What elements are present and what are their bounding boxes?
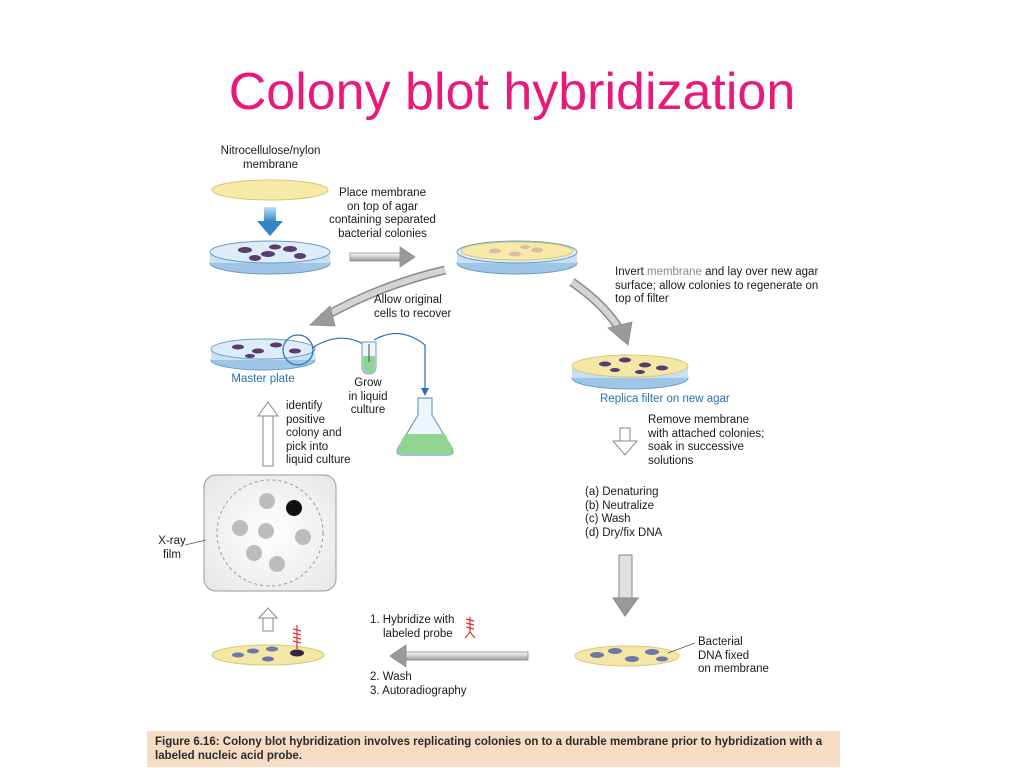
remove-line1: Remove membrane bbox=[648, 414, 749, 426]
return-arrow-icon bbox=[309, 265, 447, 327]
grow-line2: in liquid bbox=[348, 390, 388, 403]
grow-line1: Grow bbox=[354, 377, 382, 389]
small-down-arrow-icon bbox=[611, 427, 639, 456]
replica-arrow-icon bbox=[569, 278, 633, 346]
slide-title: Colony blot hybridization bbox=[228, 63, 796, 121]
bact-line1: Bacterial bbox=[698, 636, 743, 648]
nitrocellulose-membrane bbox=[211, 179, 329, 201]
bacterial-dna-label: Bacterial DNA fixed on membrane bbox=[698, 636, 798, 677]
figure-caption: Figure 6.16: Colony blot hybridization i… bbox=[147, 731, 840, 767]
allow-line2: cells to recover bbox=[374, 307, 452, 320]
right-arrow-icon bbox=[349, 246, 416, 268]
transfer-lines bbox=[311, 333, 429, 396]
fixed-dna-membrane bbox=[574, 642, 696, 667]
place-line2: on top of agar bbox=[347, 200, 418, 213]
caption-figure-number: Figure 6.16: bbox=[155, 736, 220, 748]
large-down-arrow-icon bbox=[612, 554, 639, 617]
xray-film bbox=[184, 474, 337, 592]
wash-step: 2. Wash bbox=[370, 671, 412, 683]
place-line1: Place membrane bbox=[339, 187, 426, 199]
identify-line1: identify bbox=[286, 400, 323, 412]
flask-icon bbox=[396, 397, 454, 456]
step-d: (d) Dry/fix DNA bbox=[585, 526, 663, 539]
replica-filter-label: Replica filter on new agar bbox=[600, 393, 730, 405]
hybridize-line1: 1. Hybridize with bbox=[370, 614, 455, 626]
remove-line4: solutions bbox=[648, 454, 694, 467]
wash-autorad-label: 2. Wash 3. Autoradiography bbox=[370, 671, 490, 698]
left-arrow-icon bbox=[389, 644, 529, 668]
remove-line3: soak in successive bbox=[648, 441, 744, 453]
identify-line4: pick into bbox=[286, 440, 329, 453]
caption-text: Colony blot hybridization involves repli… bbox=[155, 736, 823, 762]
step-b: (b) Neutralize bbox=[585, 499, 655, 512]
test-tube-icon bbox=[361, 341, 377, 375]
master-plate bbox=[210, 334, 316, 371]
grow-label: Grow in liquid culture bbox=[335, 377, 401, 418]
place-membrane-label: Place membrane on top of agar containing… bbox=[320, 187, 445, 241]
membrane-label-line2: membrane bbox=[243, 158, 298, 171]
identify-line2: positive bbox=[286, 413, 325, 426]
master-plate-label: Master plate bbox=[231, 373, 295, 385]
membrane-label: Nitrocellulose/nylon membrane bbox=[208, 145, 333, 172]
invert-line2: surface; allow colonies to regenerate on bbox=[615, 279, 819, 292]
identify-line3: colony and bbox=[286, 427, 342, 439]
hybridize-label: 1. Hybridize with labeled probe bbox=[370, 614, 470, 641]
replica-filter-dish bbox=[571, 354, 689, 390]
bact-line2: DNA fixed bbox=[698, 649, 750, 662]
petri-dish-with-colonies bbox=[209, 240, 331, 275]
xray-film-label: X-ray film bbox=[150, 535, 194, 562]
xray-line1: X-ray bbox=[158, 535, 186, 547]
remove-line2: with attached colonies; bbox=[648, 427, 765, 440]
grow-line3: culture bbox=[350, 404, 386, 416]
place-line4: bacterial colonies bbox=[338, 227, 427, 240]
bact-line3: on membrane bbox=[698, 663, 769, 675]
petri-dish-with-membrane bbox=[456, 240, 578, 275]
invert-pre: Invert bbox=[615, 266, 647, 278]
identify-line5: liquid culture bbox=[286, 454, 351, 466]
steps-label: (a) Denaturing (b) Neutralize (c) Wash (… bbox=[585, 486, 705, 540]
small-up-arrow-icon bbox=[257, 607, 279, 632]
blue-down-arrow-icon bbox=[257, 207, 283, 236]
hybridize-line2: labeled probe bbox=[383, 627, 453, 640]
remove-membrane-label: Remove membrane with attached colonies; … bbox=[648, 414, 798, 468]
step-c: (c) Wash bbox=[585, 513, 631, 525]
invert-line1: Invert membrane and lay over new agar bbox=[615, 266, 855, 280]
invert-line3: top of filter bbox=[615, 293, 669, 305]
invert-post: and lay over new agar bbox=[701, 266, 819, 278]
identify-label: identify positive colony and pick into l… bbox=[286, 400, 376, 468]
allow-recover-label: Allow original cells to recover bbox=[374, 294, 484, 321]
invert-label: Invert membrane and lay over new agar su… bbox=[615, 266, 855, 307]
hybridized-membrane bbox=[211, 625, 325, 666]
autorad-step: 3. Autoradiography bbox=[370, 684, 467, 697]
up-arrow-icon bbox=[257, 401, 279, 467]
membrane-label-line1: Nitrocellulose/nylon bbox=[220, 145, 321, 157]
place-line3: containing separated bbox=[329, 214, 436, 226]
xray-line2: film bbox=[163, 548, 181, 561]
step-a: (a) Denaturing bbox=[585, 486, 659, 498]
probe-icon bbox=[464, 617, 476, 639]
allow-line1: Allow original bbox=[374, 294, 442, 306]
invert-highlight: membrane bbox=[646, 266, 702, 278]
